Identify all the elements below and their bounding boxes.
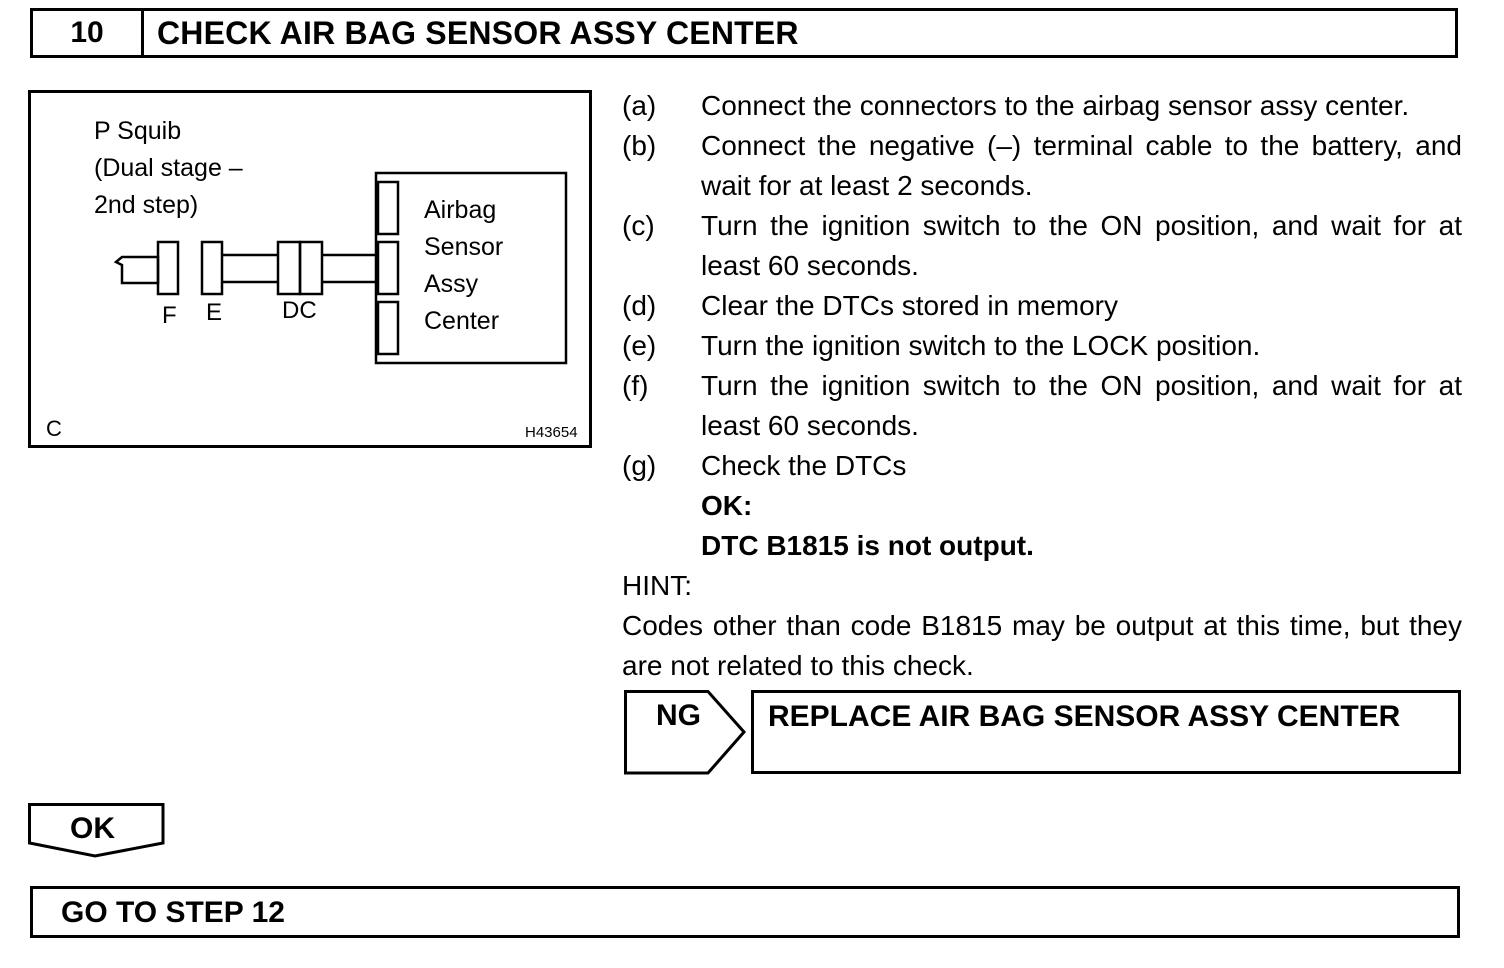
squib-label-line-3: 2nd step) (94, 191, 198, 219)
connector-label-dc: DC (282, 297, 317, 324)
wire-e-dc (222, 253, 278, 284)
sensor-box (374, 171, 568, 365)
diagram-corner-label: C (46, 416, 62, 441)
instruction-list: (a) Connect the connectors to the airbag… (622, 86, 1462, 686)
squib-label-line-2: (Dual stage – (94, 154, 243, 182)
goto-text: GO TO STEP 12 (61, 896, 285, 929)
step-title: CHECK AIR BAG SENSOR ASSY CENTER (157, 15, 799, 51)
squib-label-line-1: P Squib (94, 117, 181, 145)
step-number: 10 (33, 11, 144, 55)
connector-label-e: E (206, 299, 222, 326)
ng-arrow-icon (624, 690, 747, 775)
connector-diagram: P Squib (Dual stage – 2nd step) Airbag S… (28, 90, 592, 448)
item-text: Clear the DTCs stored in memory (701, 290, 1119, 321)
list-item: (f) Turn the ignition switch to the ON p… (622, 366, 1462, 446)
connector-f (156, 240, 180, 296)
step-header: 10 CHECK AIR BAG SENSOR ASSY CENTER (30, 8, 1458, 58)
item-letter: (d) (622, 290, 657, 321)
item-letter: (e) (622, 330, 657, 361)
item-letter: (b) (622, 130, 657, 161)
ng-action-box: REPLACE AIR BAG SENSOR ASSY CENTER (751, 690, 1461, 774)
item-text: Check the DTCs (701, 450, 907, 481)
ok-label: OK (70, 812, 115, 845)
item-text: Turn the ignition switch to the ON posit… (701, 370, 1462, 441)
wire-dc-sensor (322, 253, 378, 284)
ok-heading: OK: (701, 490, 753, 521)
item-text: Turn the ignition switch to the LOCK pos… (701, 330, 1261, 361)
item-text: Connect the connectors to the airbag sen… (701, 90, 1410, 121)
item-text: Connect the negative (–) terminal cable … (701, 130, 1462, 201)
figure-id: H43654 (525, 424, 578, 441)
sensor-port-3 (376, 300, 400, 356)
ng-action-text: REPLACE AIR BAG SENSOR ASSY CENTER (768, 700, 1401, 733)
list-item: (g) Check the DTCs OK: DTC B1815 is not … (622, 446, 1462, 566)
item-letter: (f) (622, 370, 649, 401)
item-letter: (c) (622, 210, 655, 241)
list-item: (a) Connect the connectors to the airbag… (622, 86, 1462, 126)
connector-e (200, 240, 224, 296)
ok-condition: DTC B1815 is not output. (701, 530, 1034, 561)
sensor-label-line-3: Assy (424, 270, 479, 298)
sensor-port-2 (376, 240, 400, 296)
wire-harness (113, 171, 568, 365)
item-letter: (a) (622, 90, 657, 121)
ok-arrow-icon (28, 803, 165, 858)
list-item: (b) Connect the negative (–) terminal ca… (622, 126, 1462, 206)
item-text: Turn the ignition switch to the ON posit… (701, 210, 1462, 281)
hint-label: HINT: (622, 570, 692, 601)
connector-c (298, 240, 324, 296)
ng-label: NG (656, 699, 701, 732)
sensor-port-1 (376, 180, 400, 236)
list-item: (d) Clear the DTCs stored in memory (622, 286, 1462, 326)
sensor-label-line-4: Center (424, 307, 499, 335)
goto-box: GO TO STEP 12 (30, 886, 1460, 938)
list-item: (e) Turn the ignition switch to the LOCK… (622, 326, 1462, 366)
list-item: (c) Turn the ignition switch to the ON p… (622, 206, 1462, 286)
connector-label-f: F (162, 302, 177, 329)
diagram-figure: P Squib (Dual stage – 2nd step) Airbag S… (28, 90, 592, 448)
sensor-label-line-1: Airbag (424, 196, 496, 224)
item-letter: (g) (622, 450, 657, 481)
hint-text: Codes other than code B1815 may be outpu… (622, 610, 1462, 681)
sensor-label-line-2: Sensor (424, 233, 503, 261)
